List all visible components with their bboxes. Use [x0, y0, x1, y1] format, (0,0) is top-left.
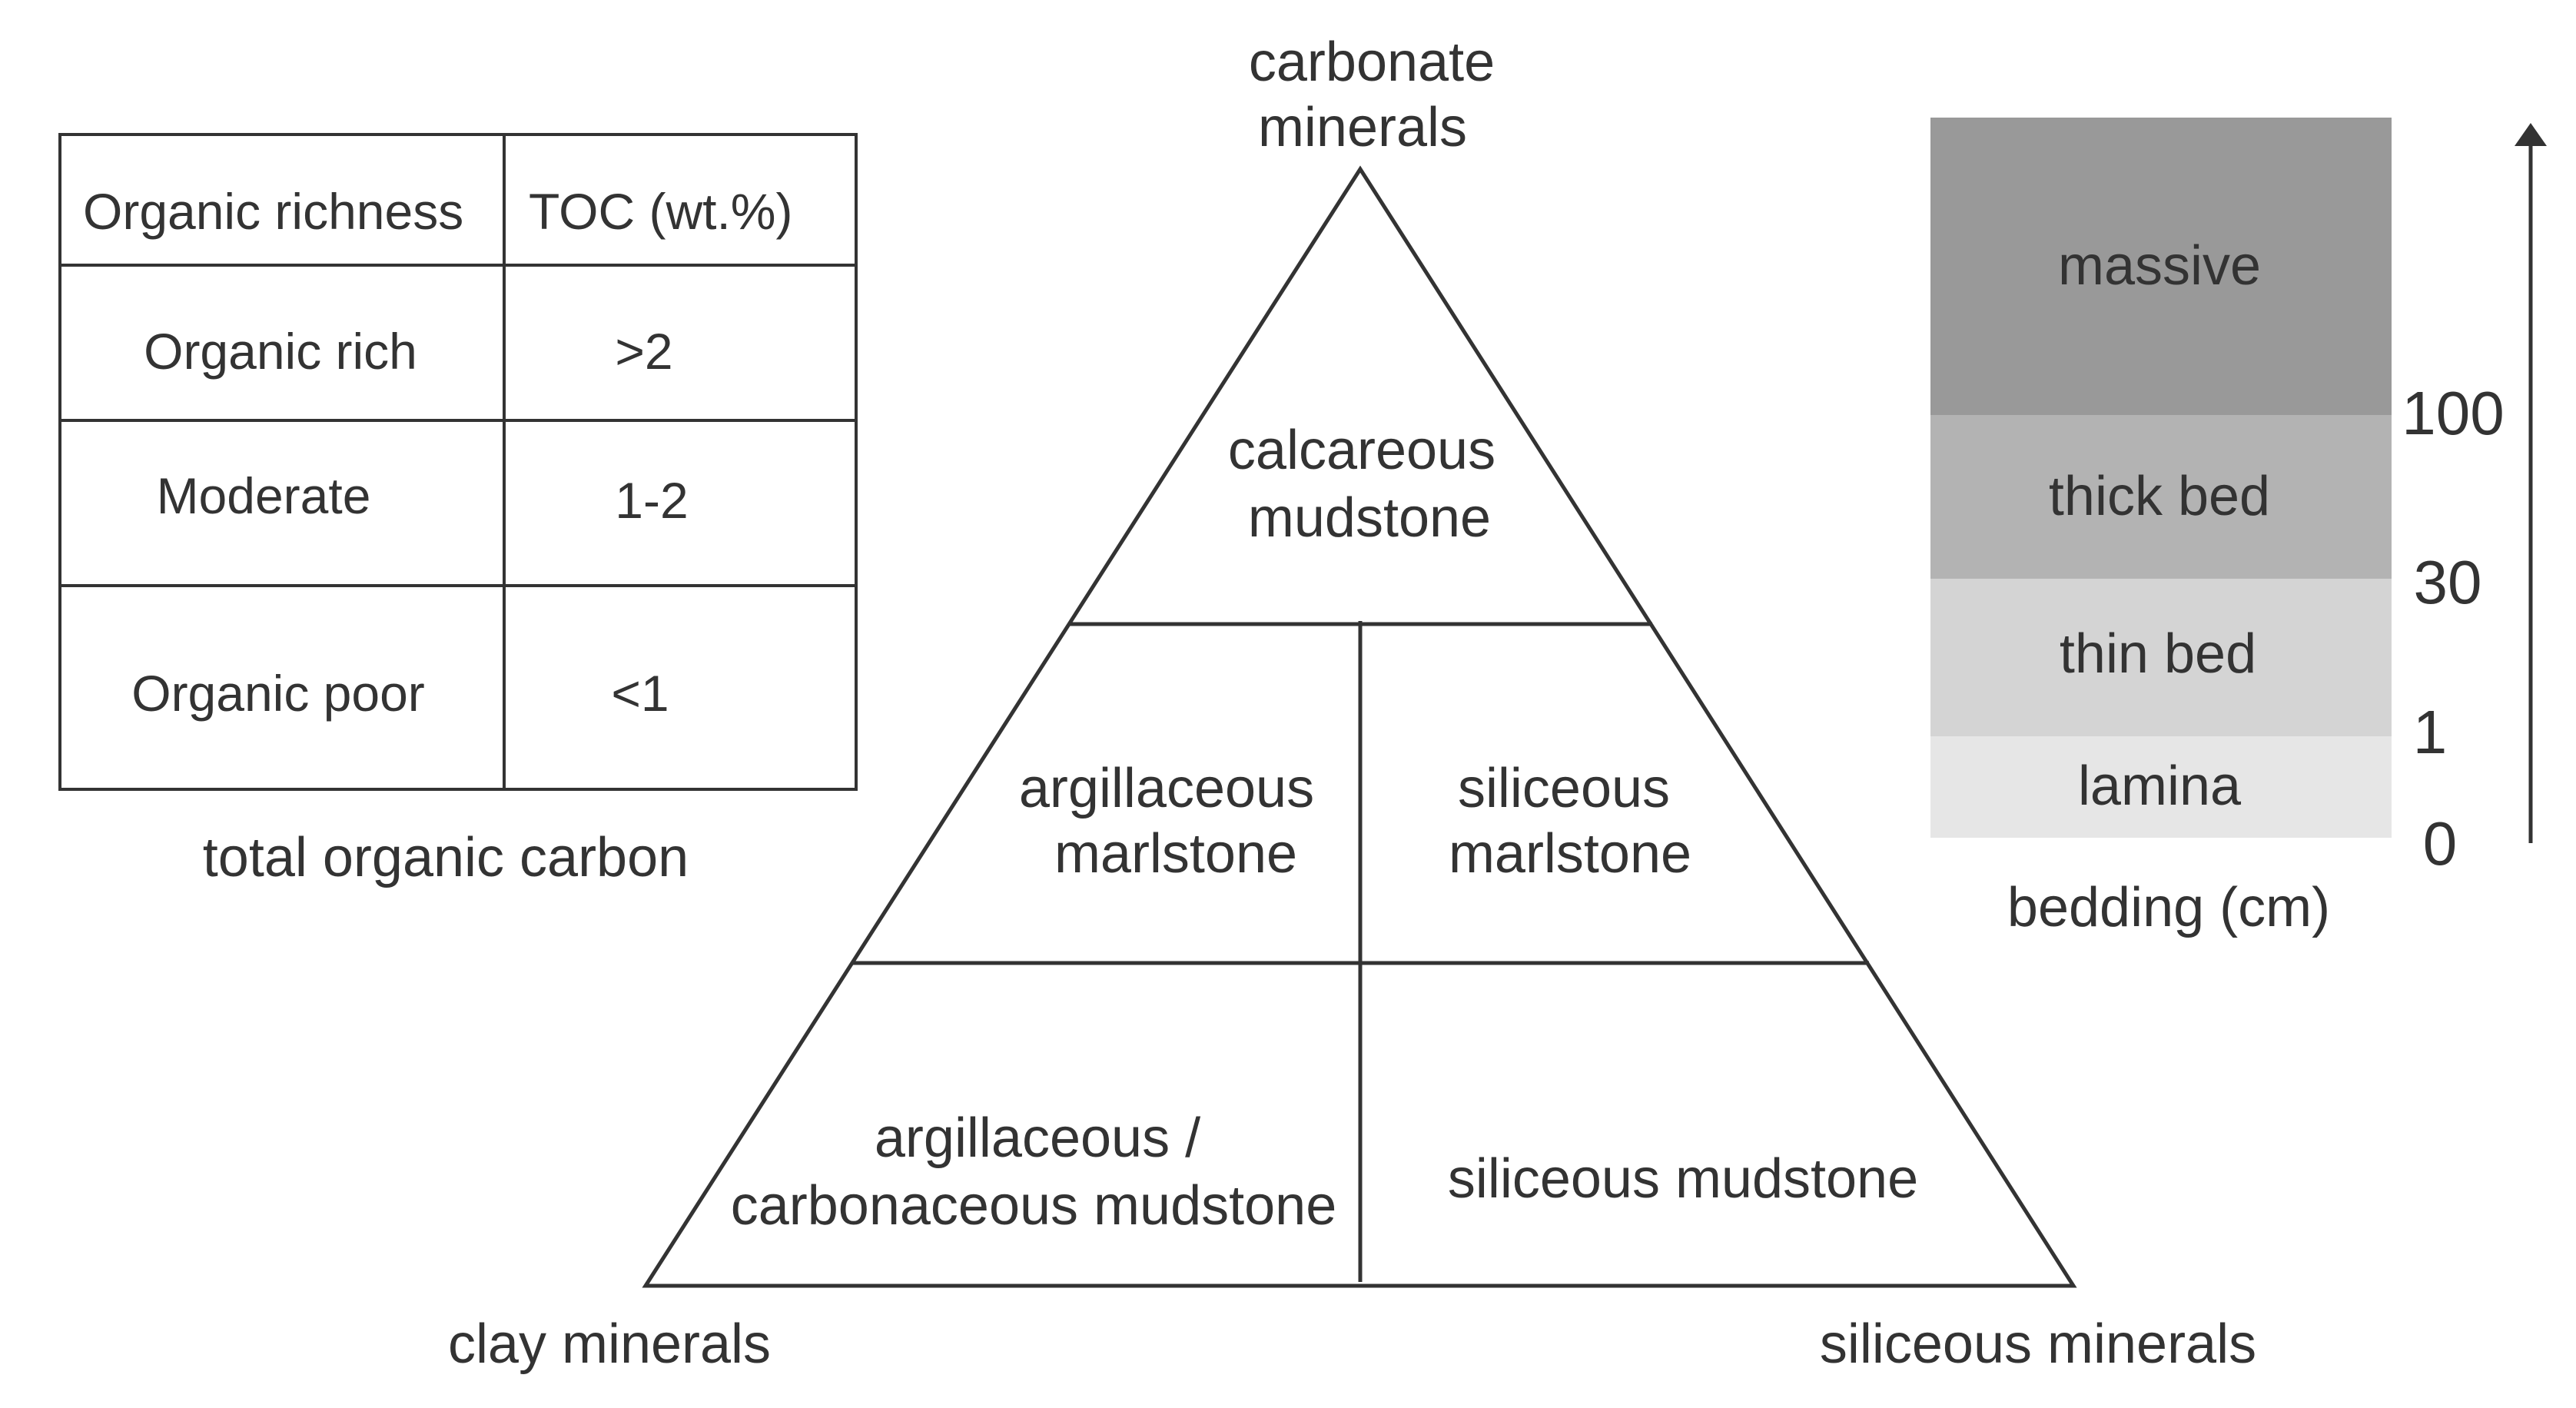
triangle-outline [642, 165, 2077, 1288]
bedding-label-lamina: lamina [2078, 755, 2242, 817]
region-calcareous-mudstone: calcareous [1228, 420, 1495, 481]
toc-header-toc: TOC (wt.%) [529, 183, 792, 240]
toc-table-border [58, 133, 858, 791]
region-argillaceous-marlstone: argillaceous [1019, 758, 1314, 819]
region-siliceous-marlstone: siliceous [1458, 758, 1670, 819]
vertex-label-right: siliceous minerals [1820, 1313, 2256, 1375]
region-siliceous-mudstone: siliceous mudstone [1448, 1148, 1918, 1210]
bedding-layer-massive [1930, 118, 2392, 415]
toc-row-class: Moderate [157, 467, 371, 524]
toc-row-class: Organic poor [131, 665, 425, 722]
region-argillaceous-marlstone: marlstone [1054, 823, 1297, 885]
toc-row-class: Organic rich [144, 323, 417, 380]
region-argillaceous-carbonaceous-mudstone: argillaceous / [875, 1107, 1200, 1169]
region-argillaceous-carbonaceous-mudstone: carbonaceous mudstone [731, 1175, 1337, 1237]
bedding-label-thick-bed: thick bed [2049, 466, 2270, 527]
bedding-thickness-arrow [2515, 123, 2547, 843]
toc-row-value: >2 [615, 323, 672, 380]
bedding-tick-100: 100 [2402, 379, 2504, 447]
toc-table-caption: total organic carbon [203, 827, 689, 888]
vertex-label-top-line1: carbonate [1249, 32, 1495, 93]
bedding-layer-lamina [1930, 736, 2392, 838]
bedding-column [1930, 118, 2392, 838]
toc-row-value: <1 [611, 665, 669, 722]
arrow-up-icon [2515, 123, 2547, 146]
toc-table [58, 133, 858, 791]
vertex-label-top-line2: minerals [1258, 97, 1467, 158]
ternary-triangle [642, 165, 2077, 1288]
bedding-label-thin-bed: thin bed [2060, 623, 2256, 685]
bedding-tick-0: 0 [2423, 809, 2458, 878]
bedding-layer-thin-bed [1930, 579, 2392, 736]
bedding-layer-thick-bed [1930, 415, 2392, 579]
region-calcareous-mudstone: mudstone [1248, 487, 1491, 549]
bedding-tick-30: 30 [2414, 548, 2482, 616]
bedding-tick-1: 1 [2413, 698, 2448, 766]
bedding-label-massive: massive [2058, 235, 2261, 297]
vertex-label-left: clay minerals [448, 1313, 771, 1375]
toc-row-value: 1-2 [615, 472, 688, 529]
toc-header-class: Organic richness [83, 183, 463, 240]
bedding-caption: bedding (cm) [2007, 877, 2330, 938]
region-siliceous-marlstone: marlstone [1449, 823, 1691, 885]
